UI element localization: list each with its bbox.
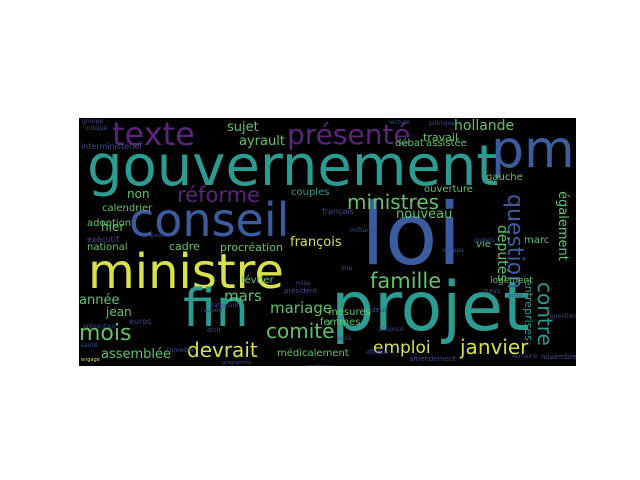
word-debat: débat (395, 138, 424, 149)
word-lecture: lecture (389, 119, 410, 126)
word-loi: loi (361, 185, 462, 285)
word-milliards: milliards (350, 227, 376, 234)
word-presente: présenté (287, 118, 411, 151)
word-fevrier: février (241, 275, 274, 286)
word-semaine: semaine (512, 353, 538, 360)
word-projet: projet (331, 268, 530, 347)
word-conseil: conseil (129, 193, 290, 247)
word-ouverture: ouverture (424, 184, 473, 195)
word-cadre: cadre (169, 240, 200, 253)
word-deputes: députés (494, 225, 510, 282)
word-euros: euros (129, 317, 152, 326)
word-nouveau: nouveau (396, 207, 453, 222)
word-francais: français (322, 207, 354, 216)
word-pays: pays (484, 287, 501, 295)
word-hollande: hollande (454, 118, 515, 134)
word-emploi: emploi (373, 338, 431, 358)
word-calendrier: calendrier (102, 203, 153, 214)
word-projets: projets (474, 237, 495, 244)
word-national: national (87, 242, 128, 253)
word-non: non (127, 187, 150, 201)
word-conditions: conditions (305, 365, 331, 367)
word-mois: mois (79, 321, 132, 346)
word-assistee: assistée (426, 138, 467, 149)
word-procreation: procréation (220, 241, 283, 254)
word-paris: paris (337, 335, 352, 342)
word-ministres: ministres (347, 190, 440, 214)
word-reforme: réforme (177, 183, 260, 207)
word-francois: françois (290, 235, 342, 250)
word-executif: exécutif (87, 235, 119, 244)
word-egalement: également (555, 191, 570, 261)
word-fin: fin (183, 279, 249, 339)
word-travail: travail (423, 131, 458, 144)
word-gouvernement: gouvernement (87, 134, 499, 199)
word-gauche: gauche (486, 172, 523, 183)
word-prevention: prévention (83, 323, 116, 330)
word-annee: année (79, 293, 120, 308)
word-mariage: mariage (270, 299, 333, 317)
word-sante: santé (81, 342, 98, 349)
word-engage: engagé (81, 357, 100, 363)
word-cloud: gouvernement loi projet ministre conseil… (79, 118, 576, 366)
word-rapport: rapport (201, 307, 224, 314)
word-medicalement: médicalement (277, 348, 349, 359)
word-deux: deux (371, 306, 389, 314)
word-annonce: annoncé (378, 326, 404, 333)
word-questions: questions (550, 313, 576, 320)
word-famille: famille (370, 269, 442, 293)
word-logement: logement (490, 276, 533, 286)
word-marc: marc (524, 235, 550, 246)
word-texte: texte (112, 118, 195, 153)
word-entreprises: entreprises (522, 279, 535, 341)
word-groupe: groupe (82, 118, 104, 125)
word-janvier: janvier (460, 335, 529, 359)
word-droit: droit (207, 327, 221, 334)
word-ministre: ministre (88, 244, 284, 300)
word-jean: jean (106, 305, 132, 319)
word-action: action (508, 293, 524, 299)
word-publique: publique (429, 120, 456, 127)
word-proposition: proposition (143, 233, 171, 239)
word-femmes: femmes (320, 317, 361, 328)
word-comite: comité (266, 319, 335, 343)
word-nationale: nationale (210, 302, 239, 309)
word-vie: vie (476, 239, 491, 250)
word-devrait: devrait (187, 338, 258, 362)
word-couples: couples (291, 187, 330, 198)
word-trimestre: trimestre (167, 347, 195, 354)
word-sujet: sujet (227, 120, 259, 135)
word-mesures: mesures (328, 307, 371, 318)
word-europe: europe (443, 247, 464, 254)
word-president: président (284, 287, 317, 295)
word-novembre: novembre (541, 353, 576, 361)
word-pma: pma (491, 120, 576, 180)
word-interministeriel: interministériel (81, 142, 142, 151)
word-assemblee: assemblée (101, 347, 172, 362)
word-amendement: amendement (409, 355, 456, 363)
word-programme: programme (222, 360, 252, 366)
word-mars: mars (224, 287, 262, 305)
word-ethique: éthique (366, 349, 389, 356)
word-mise: mise (296, 280, 311, 287)
word-ayrault: ayrault (239, 134, 285, 149)
word-indique: indiqué (85, 125, 108, 132)
word-adoption: adoption (87, 218, 132, 229)
word-dire: dire (341, 265, 353, 272)
word-hier: hier (101, 220, 125, 234)
